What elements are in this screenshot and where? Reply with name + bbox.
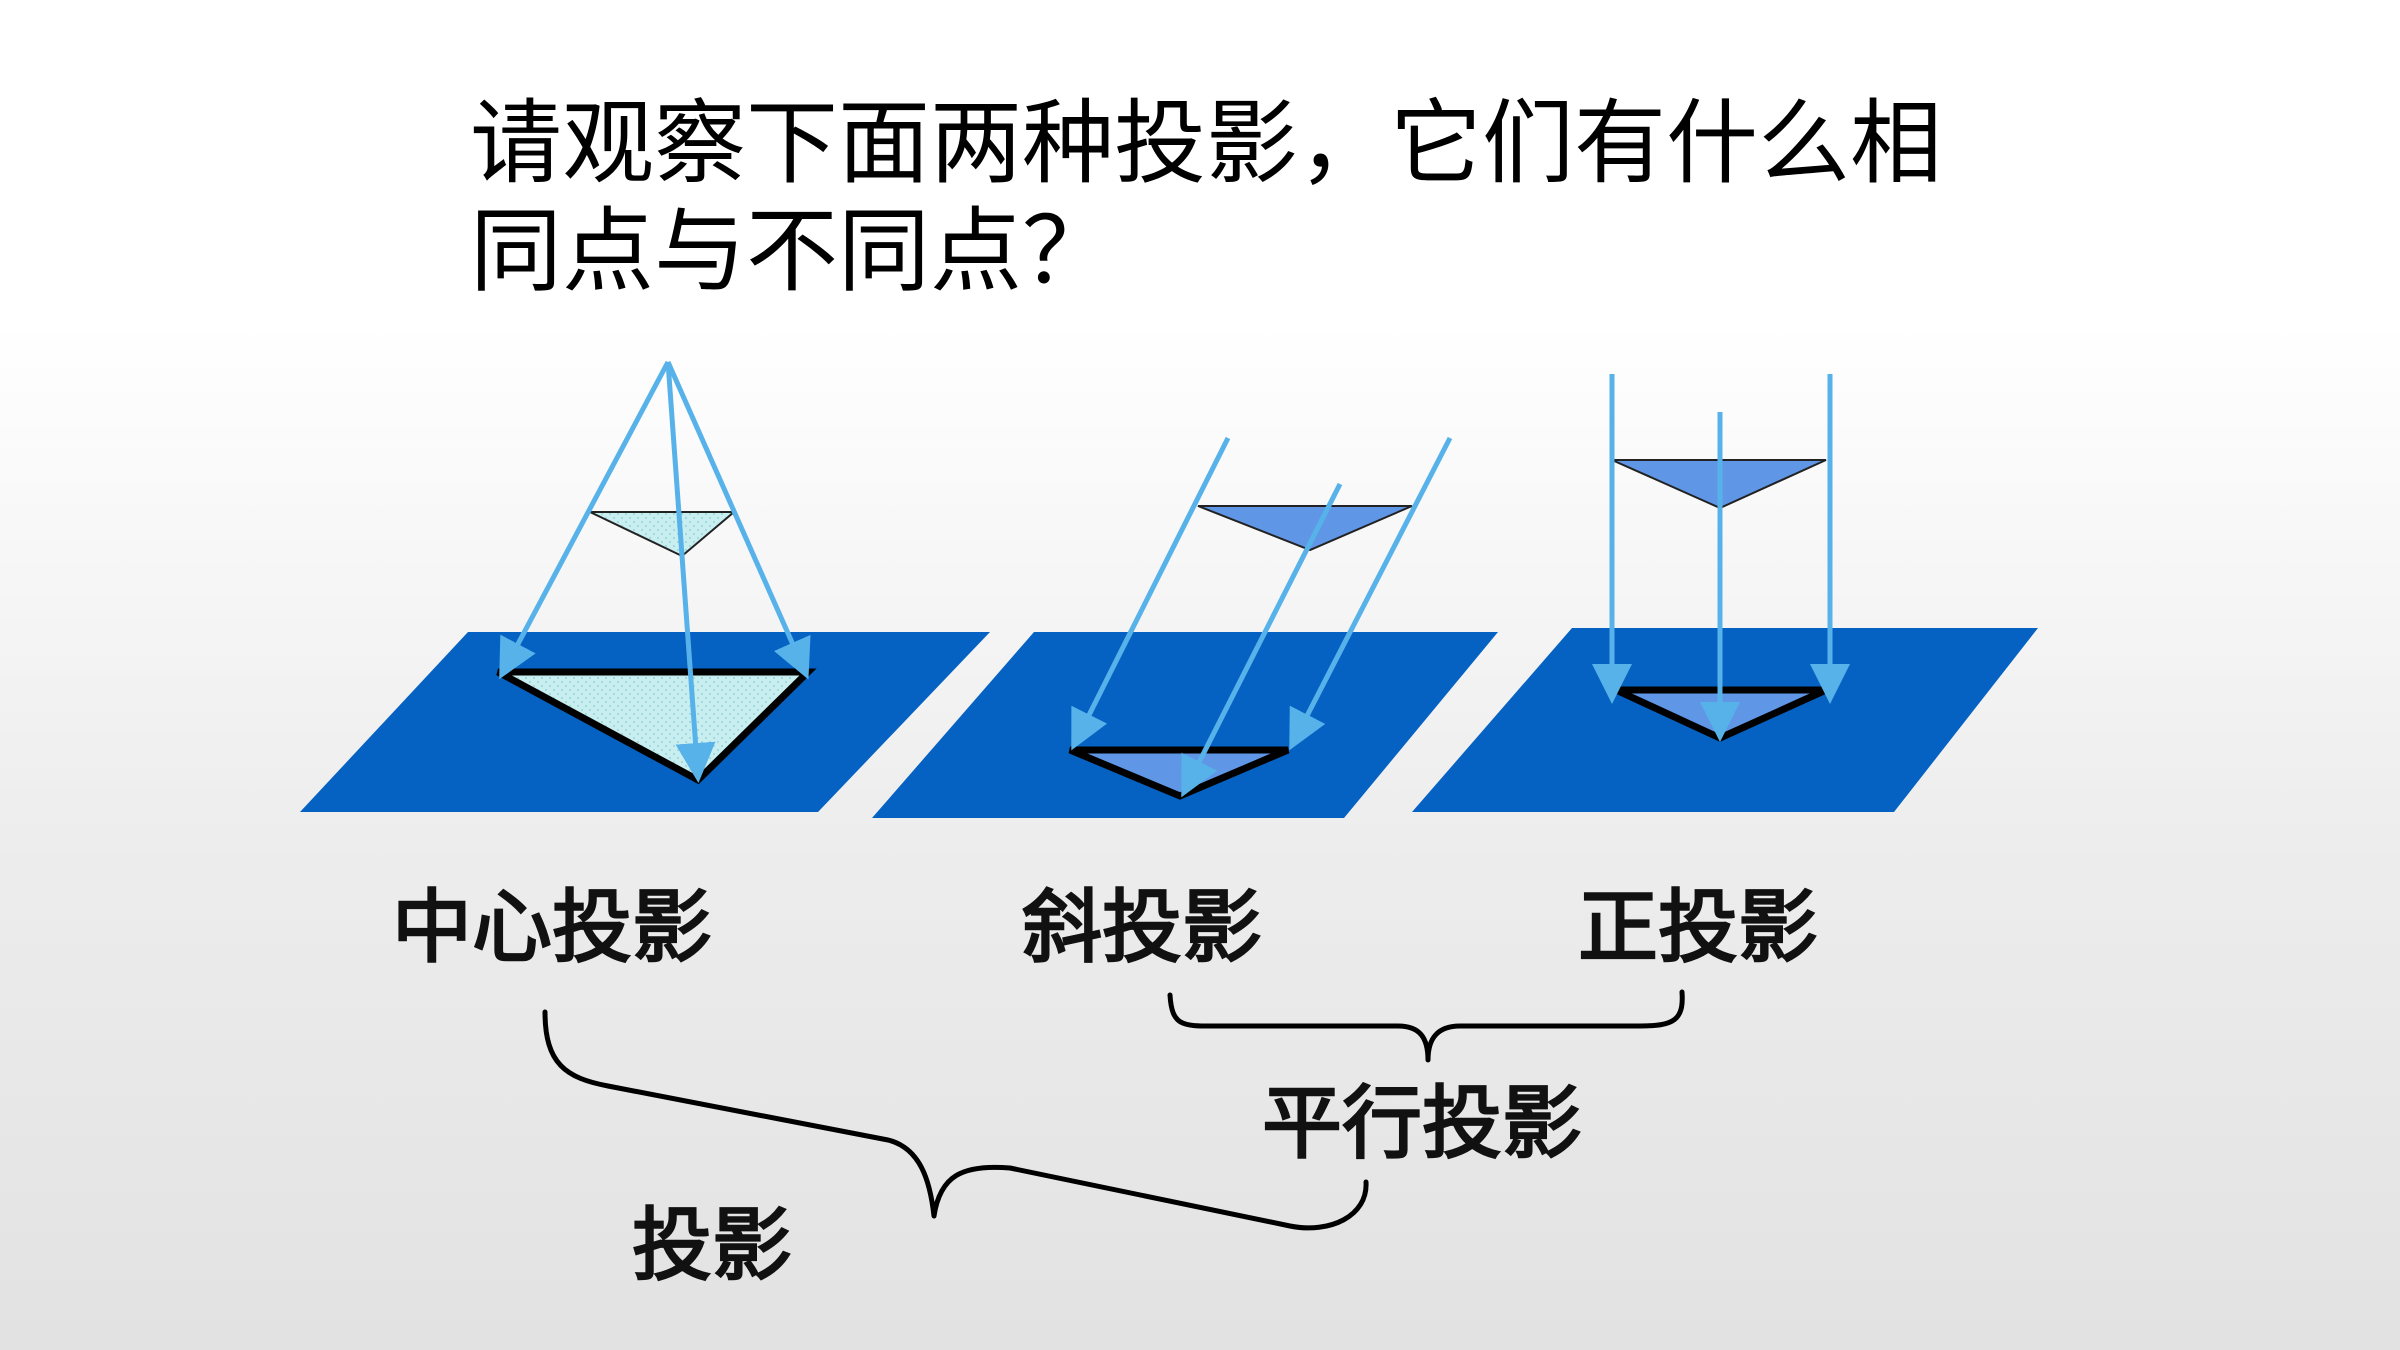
- central-ray-right: [665, 360, 811, 680]
- central-projected-triangle: [496, 668, 817, 785]
- parallel-projection-label: 平行投影: [1262, 1077, 1582, 1170]
- slide-title: 请观察下面两种投影，它们有什么相 同点与不同点？: [470, 90, 1970, 306]
- projection-brace: [542, 1009, 1369, 1231]
- parallel-projection-brace: [1167, 989, 1685, 1063]
- central-ray-center: [665, 361, 716, 783]
- oblique-projected-triangle: [1068, 746, 1290, 800]
- title-line-1: 请观察下面两种投影，它们有什么相: [470, 90, 1943, 197]
- oblique-ray-center: [1181, 482, 1343, 798]
- oblique-ray-left: [1071, 436, 1231, 751]
- orthographic-projection-label: 正投影: [1578, 881, 1818, 974]
- central-projection-figure: [496, 360, 817, 785]
- oblique-ray-right: [1289, 436, 1453, 751]
- oblique-projection-label: 斜投影: [1022, 881, 1262, 974]
- central-source-triangle: [589, 511, 737, 558]
- orthographic-projection-figure: [1592, 374, 1850, 742]
- central-ray-left: [499, 360, 671, 680]
- oblique-projection-plane: [872, 632, 1498, 818]
- oblique-source-triangle: [1197, 505, 1413, 552]
- central-projection-label: 中心投影: [392, 881, 712, 974]
- oblique-projection-figure: [1068, 436, 1453, 800]
- projection-label: 投影: [632, 1199, 792, 1292]
- title-line-2: 同点与不同点？: [470, 198, 1115, 305]
